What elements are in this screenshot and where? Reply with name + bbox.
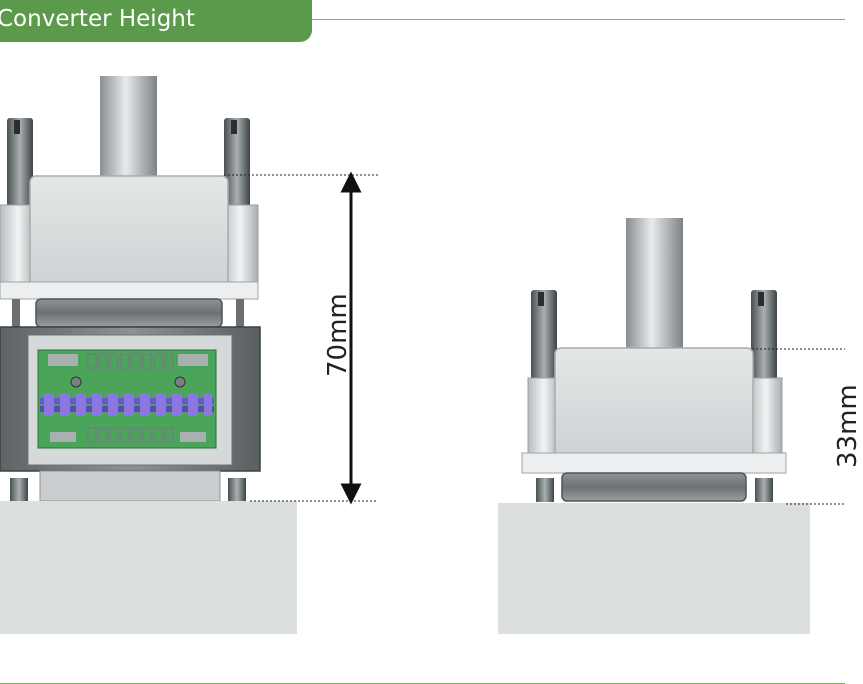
left-pcb-board — [37, 349, 217, 449]
right-label-clip: 33mm — [826, 0, 863, 684]
right-height-dimension — [752, 348, 845, 505]
left-cable-stem — [100, 76, 157, 178]
right-standoff-right — [755, 478, 773, 502]
left-dsub-plug — [35, 298, 223, 328]
header-divider — [312, 19, 845, 20]
left-height-dimension — [224, 171, 378, 505]
converter-height-diagram — [0, 76, 845, 634]
left-connector-hood — [29, 175, 229, 287]
left-height-label: 70mm — [323, 293, 353, 377]
right-base-block — [498, 503, 810, 634]
right-converter-assembly — [498, 218, 810, 634]
right-flange — [521, 452, 787, 474]
right-dsub-plug — [561, 472, 747, 502]
right-standoff-left — [536, 478, 554, 502]
section-title: Converter Height — [0, 6, 195, 32]
left-converter-assembly — [0, 76, 297, 634]
right-jackscrew-left — [531, 290, 557, 382]
right-jackscrew-right — [751, 290, 777, 382]
right-sleeve-right — [749, 377, 783, 455]
left-base-block — [0, 501, 297, 634]
left-flange — [0, 281, 259, 300]
section-title-tab: Converter Height — [0, 0, 312, 42]
left-jackscrew-left — [7, 118, 33, 208]
left-standoff-left — [10, 478, 28, 501]
right-height-label: 33mm — [833, 384, 863, 468]
right-connector-hood — [554, 347, 754, 457]
left-jackscrew-right — [224, 118, 250, 208]
left-lower-plug — [39, 470, 221, 502]
left-standoff-right — [228, 478, 246, 501]
right-cable-stem — [626, 218, 683, 350]
